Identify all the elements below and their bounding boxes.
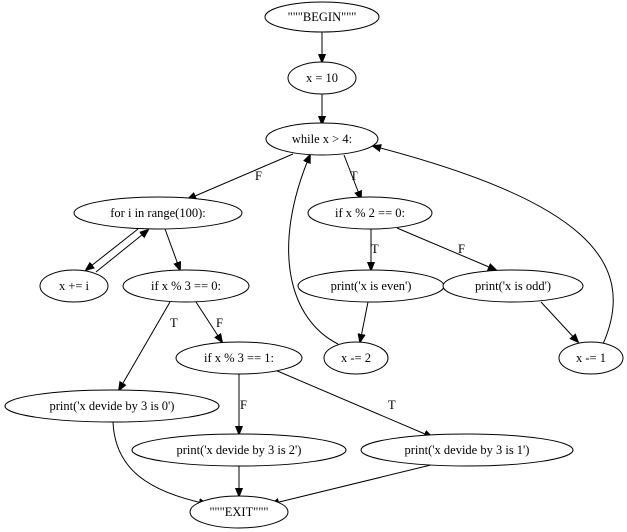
node-begin: """BEGIN""" bbox=[264, 1, 380, 33]
svg-text:"""EXIT""": """EXIT""" bbox=[209, 505, 268, 519]
node-if-mod3-1: if x % 3 == 1: bbox=[175, 341, 303, 375]
edge-label-while-false: F bbox=[255, 169, 262, 183]
node-x-minus-2: x -= 2 bbox=[323, 341, 389, 375]
edge-label-even-true: T bbox=[371, 242, 379, 256]
svg-text:x += i: x += i bbox=[59, 279, 90, 293]
svg-text:x -= 2: x -= 2 bbox=[341, 351, 371, 365]
node-exit: """EXIT""" bbox=[189, 495, 289, 529]
svg-text:if x % 3 == 0:: if x % 3 == 0: bbox=[151, 279, 221, 293]
node-print-even: print('x is even') bbox=[297, 269, 445, 303]
svg-text:print('x devide by 3 is 0'): print('x devide by 3 is 0') bbox=[50, 399, 175, 413]
node-for-loop: for i in range(100): bbox=[73, 196, 243, 230]
node-x-init: x = 10 bbox=[287, 61, 357, 95]
node-print-div0: print('x devide by 3 is 0') bbox=[4, 389, 220, 423]
svg-text:print('x devide by 3 is 1'): print('x devide by 3 is 1') bbox=[405, 443, 530, 457]
svg-text:x = 10: x = 10 bbox=[306, 71, 338, 85]
edge-print-div1-to-exit bbox=[271, 463, 436, 504]
edge-label-mod3-0-false: F bbox=[216, 316, 223, 330]
edge-print-odd-to-x-minus-1 bbox=[540, 301, 578, 342]
edge-label-mod3-1-true: T bbox=[388, 398, 396, 412]
edge-if-even-to-print-odd bbox=[396, 227, 496, 270]
svg-text:while x > 4:: while x > 4: bbox=[292, 132, 352, 146]
svg-text:print('x is odd'): print('x is odd') bbox=[475, 279, 551, 293]
edge-if-mod3-0-to-if-mod3-1 bbox=[195, 301, 222, 342]
node-print-div1: print('x devide by 3 is 1') bbox=[360, 433, 574, 467]
edge-label-even-false: F bbox=[458, 242, 465, 256]
svg-text:x -= 1: x -= 1 bbox=[576, 351, 606, 365]
edge-while-to-for bbox=[188, 153, 294, 199]
node-x-plus-i: x += i bbox=[39, 269, 109, 303]
node-print-odd: print('x is odd') bbox=[442, 269, 584, 303]
edge-label-mod3-1-false: F bbox=[240, 398, 247, 412]
svg-text:"""BEGIN""": """BEGIN""" bbox=[288, 10, 357, 24]
svg-text:print('x is even'): print('x is even') bbox=[331, 279, 412, 293]
svg-text:for i in range(100):: for i in range(100): bbox=[110, 206, 205, 220]
edge-label-while-true: T bbox=[350, 169, 358, 183]
edge-for-to-if-mod3-0 bbox=[164, 228, 180, 270]
node-print-div2: print('x devide by 3 is 2') bbox=[131, 433, 347, 467]
node-while-loop: while x > 4: bbox=[265, 122, 379, 156]
node-x-minus-1: x -= 1 bbox=[558, 341, 624, 375]
edge-x-minus-2-to-while bbox=[288, 155, 339, 345]
edge-x-plus-i-to-for bbox=[95, 230, 148, 273]
edge-if-mod3-1-to-print-div1 bbox=[274, 369, 432, 437]
node-if-mod3-0: if x % 3 == 0: bbox=[122, 269, 250, 303]
node-if-even: if x % 2 == 0: bbox=[307, 196, 433, 230]
edge-print-even-to-x-minus-2 bbox=[360, 301, 369, 342]
svg-text:if x % 3 == 1:: if x % 3 == 1: bbox=[204, 351, 274, 365]
edge-label-mod3-0-true: T bbox=[170, 316, 178, 330]
edge-x-minus-1-to-while bbox=[373, 146, 614, 345]
edge-if-mod3-0-to-print-div0 bbox=[119, 301, 171, 390]
edge-print-div0-to-exit bbox=[112, 421, 207, 504]
edge-for-to-x-plus-i bbox=[86, 228, 139, 270]
edge-while-to-if-even bbox=[343, 154, 361, 199]
svg-text:print('x devide by 3 is 2'): print('x devide by 3 is 2') bbox=[177, 443, 302, 457]
svg-text:if x % 2 == 0:: if x % 2 == 0: bbox=[335, 206, 405, 220]
